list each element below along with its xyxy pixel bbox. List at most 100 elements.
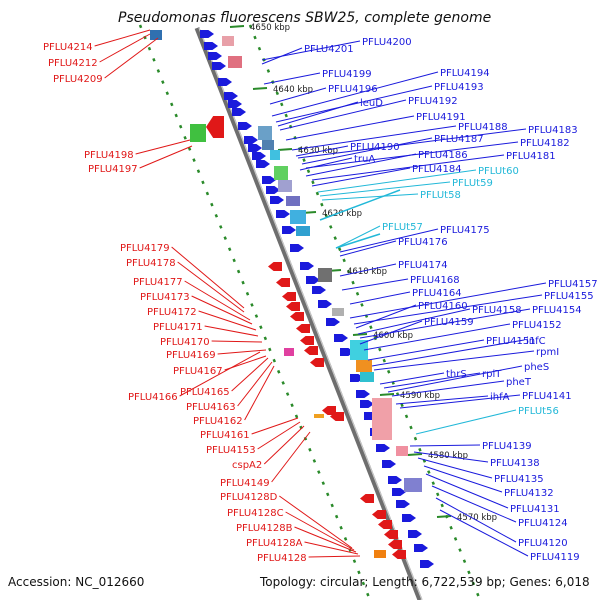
kbp-tick-label: 4580 kbp [428,451,468,461]
leader-line [271,431,311,483]
gene-label-pflu4193: PFLU4193 [434,82,484,93]
genome-backbone [194,27,423,600]
leader-line [357,308,471,335]
leader-line [291,125,457,151]
gene-label-pflu4128c: PFLU4128C [227,508,284,519]
leader-line [171,246,245,309]
leader-line [231,357,269,392]
gene-label-pflu4151: PFLU4151 [486,336,536,347]
gene-label-pflu4176: PFLU4176 [398,237,448,248]
leader-line [279,495,353,549]
gene-arrow [238,122,252,130]
gene-arrow [304,346,318,355]
gene-label-pflu4141: PFLU4141 [522,391,572,402]
gene-label-pflu4179: PFLU4179 [120,243,170,254]
leader-line [371,339,525,367]
gene-label-pflu4135: PFLU4135 [494,474,544,485]
gene-label-pflu4159: PFLU4159 [424,317,474,328]
gene-label-pflu4209: PFLU4209 [53,74,103,85]
leader-line [191,295,253,325]
leader-line [431,485,517,523]
gene-arrow [282,226,296,234]
gene-block [222,36,234,46]
gene-label-pflut58: PFLUt58 [420,190,461,201]
gene-label-pflut60: PFLUt60 [478,166,519,177]
leader-line [295,145,349,157]
gene-block [262,140,274,150]
trna-mark [335,233,381,249]
kbp-tick-mark [352,333,368,336]
gene-block [314,414,324,418]
gene-label-pflu4131: PFLU4131 [510,504,560,515]
gene-label-pflu4165: PFLU4165 [180,387,230,398]
leader-line [339,263,397,277]
gene-arrow [296,324,310,333]
gene-block [360,372,374,382]
leader-line [179,351,261,397]
gene-label-pflu4191: PFLU4191 [416,112,466,123]
leader-line [379,372,445,385]
leader-line [104,37,159,79]
gene-label-pflu4186: PFLU4186 [418,150,468,161]
gene-arrow [322,406,336,415]
strand-dots [138,24,482,600]
gene-block [318,268,332,282]
gene-label-pflut57: PFLUt57 [382,222,423,233]
leader-line [217,349,267,355]
gene-block [270,150,280,160]
gene-label-infc: infC [526,336,546,347]
gene-arrow [300,262,314,270]
gene-arrow [376,444,390,452]
gene-label-pflu4149: PFLU4149 [220,478,270,489]
gene-arrow [300,336,314,345]
leader-line [439,509,529,557]
gene-arrow [388,540,402,549]
gene-block [228,56,242,68]
gene-arrow [262,176,276,184]
gene-block [296,226,310,236]
gene-arrow [286,302,300,311]
gene-label-pflu4175: PFLU4175 [440,225,490,236]
leader-line [237,361,273,407]
genome-title: Pseudomonas fluorescens SBW25, complete … [118,10,491,26]
gene-label-pflu4120: PFLU4120 [518,538,568,549]
gene-label-pflu4166: PFLU4166 [128,392,178,403]
gene-label-pflu4174: PFLU4174 [398,260,448,271]
kbp-tick-label: 4590 kbp [400,391,440,401]
leader-line [319,181,451,197]
gene-arrow [244,136,258,144]
gene-label-pflu4128d: PFLU4128D [220,492,278,503]
gene-label-pflu4192: PFLU4192 [408,96,458,107]
gene-arrow [318,300,332,308]
gene-label-pflu4152: PFLU4152 [512,320,562,331]
gene-arrow [200,30,214,38]
gene-label-pflu4173: PFLU4173 [140,292,190,303]
gene-arrow [306,276,320,284]
gene-label-pflu4201: PFLU4201 [304,44,354,55]
gene-label-pflu4155: PFLU4155 [544,291,594,302]
gene-labels: PFLU4214PFLU4212PFLU4209PFLU4198PFLU4197… [43,37,598,564]
gene-arrow [282,292,296,301]
gene-label-pflu4194: PFLU4194 [440,68,490,79]
leader-line [425,473,509,509]
gene-arrow [224,92,238,100]
gene-label-pflu4170: PFLU4170 [160,337,210,348]
gene-arrow [248,144,262,152]
gene-arrow [290,244,304,252]
gene-arrow [256,160,270,168]
gene-label-trua: truA [354,154,375,165]
leader-line [271,71,439,117]
gene-label-leud: leuD [360,98,383,109]
label-leader-lines [94,29,547,558]
leader-line [198,310,257,331]
leader-line [263,72,321,85]
kbp-tick-mark [229,25,245,28]
gene-arrow [360,494,374,503]
gene-block [356,360,372,372]
leader-line [277,101,359,127]
gene-block [332,308,344,316]
gene-block [258,126,272,140]
gene-label-pflut56: PFLUt56 [518,406,559,417]
gene-arrow [384,530,398,539]
